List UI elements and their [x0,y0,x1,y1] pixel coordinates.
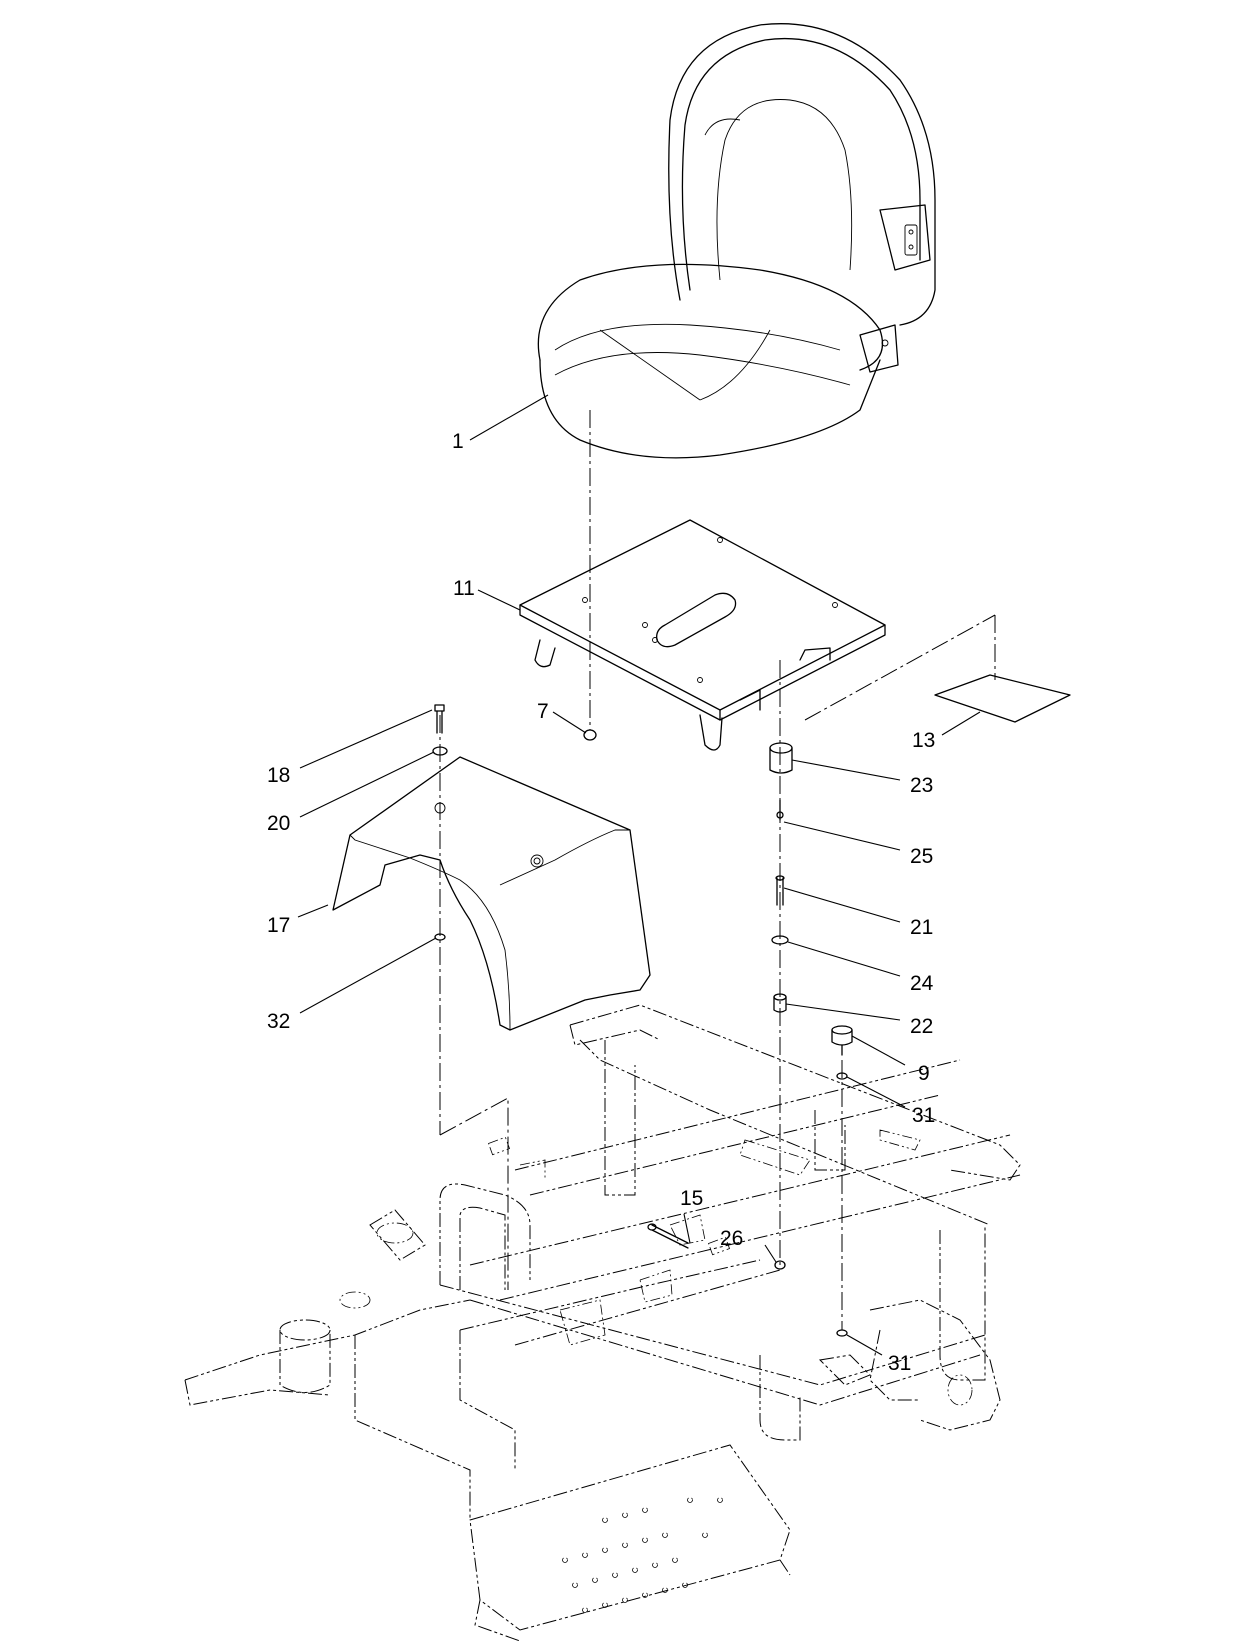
bolt-part-18[interactable] [434,704,445,734]
nut-part-31b[interactable] [836,1329,848,1337]
callout-32: 32 [267,1010,290,1033]
seat-shroud-part[interactable] [332,756,651,1031]
nut-part-7[interactable] [583,729,597,741]
callout-25: 25 [910,845,933,868]
callout-26: 26 [720,1227,743,1250]
callout-13: 13 [912,729,935,752]
assembly-centerlines [439,410,996,1330]
callout-17: 17 [267,914,290,937]
callout-labels: 1 11 7 13 18 20 17 32 23 25 21 24 22 9 3… [267,430,935,1375]
callout-22: 22 [910,1015,933,1038]
callout-7: 7 [537,700,549,723]
decal-part[interactable] [934,674,1071,723]
seat-mounting-plate-part[interactable] [519,519,886,751]
knob-part-9[interactable] [831,1025,853,1056]
callout-1: 1 [452,430,464,453]
bumper-part-23[interactable] [769,742,793,774]
callout-9: 9 [918,1062,930,1085]
callout-31-lower: 31 [888,1352,911,1375]
callout-21: 21 [910,916,933,939]
callout-23: 23 [910,774,933,797]
seat-part[interactable] [537,23,936,459]
callout-24: 24 [910,972,934,995]
nut-part-26[interactable] [774,1260,786,1270]
tractor-frame-phantom [184,1004,1021,1641]
callout-31-upper: 31 [912,1104,935,1127]
pin-part-15[interactable] [647,1223,689,1249]
callout-20: 20 [267,812,290,835]
callout-18: 18 [267,764,290,787]
leader-lines [297,394,981,1356]
callout-15: 15 [680,1187,703,1210]
callout-11: 11 [453,577,475,600]
